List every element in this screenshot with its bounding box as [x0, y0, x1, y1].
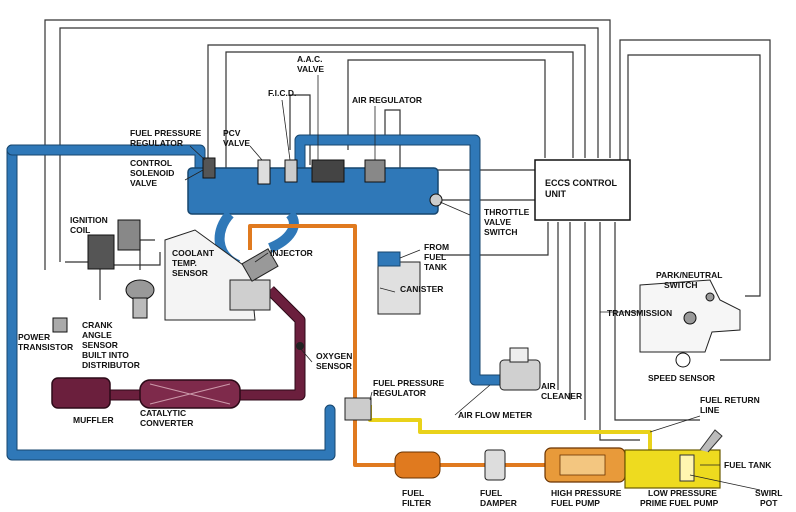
label-fuel-damper-1: FUEL: [480, 488, 502, 498]
label-fuel-tank: FUEL TANK: [724, 460, 772, 470]
label-hp-pump-2: FUEL PUMP: [551, 498, 600, 508]
label-swirl-1: SWIRL: [755, 488, 782, 498]
label-fuel-filter-1: FUEL: [402, 488, 424, 498]
ficd: [284, 159, 298, 183]
power-transistor: [52, 317, 68, 333]
label-coolant-2: TEMP.: [172, 258, 197, 268]
oxygen-sensor: [296, 342, 304, 350]
distributor: [125, 279, 155, 301]
swirl-pot: [679, 454, 695, 482]
label-throttle-3: SWITCH: [484, 227, 518, 237]
exhaust-pipe: [51, 286, 306, 409]
label-injector: INJECTOR: [270, 248, 313, 258]
label-transmission: TRANSMISSION: [607, 308, 672, 318]
label-park-neutral-2: SWITCH: [664, 280, 698, 290]
label-swirl-2: POT: [760, 498, 778, 508]
label-crank-4: BUILT INTO: [82, 350, 129, 360]
label-fuel-return-1: FUEL RETURN: [700, 395, 760, 405]
label-ignition-1: IGNITION: [70, 215, 108, 225]
label-air-flow-meter: AIR FLOW METER: [458, 410, 532, 420]
label-park-neutral-1: PARK/NEUTRAL: [656, 270, 722, 280]
label-from-fuel-2: FUEL: [424, 252, 446, 262]
label-fuel-damper-2: DAMPER: [480, 498, 517, 508]
label-crank-5: DISTRIBUTOR: [82, 360, 140, 370]
label-air-cleaner-2: CLEANER: [541, 391, 582, 401]
label-coolant-1: COOLANT: [172, 248, 215, 258]
label-fpr-top-1: FUEL PRESSURE: [130, 128, 201, 138]
pcv-valve: [257, 159, 271, 185]
fuel-supply-line: [248, 224, 626, 483]
label-throttle-1: THROTTLE: [484, 207, 530, 217]
label-pcv-2: VALVE: [223, 138, 250, 148]
air-regulator: [364, 159, 386, 183]
label-oxygen-1: OXYGEN: [316, 351, 352, 361]
fuel-pressure-regulator-bottom: [344, 397, 372, 421]
fuel-tank: [624, 449, 721, 489]
park-neutral-switch: [705, 292, 715, 302]
label-aac-valve-1: A.A.C.: [297, 54, 323, 64]
label-eccs-2: UNIT: [545, 189, 566, 199]
label-ignition-2: COIL: [70, 225, 90, 235]
injector: [241, 248, 279, 282]
label-power-transistor-1: POWER: [18, 332, 50, 342]
leader-lines: [184, 75, 761, 491]
label-control-solenoid-1: CONTROL: [130, 158, 172, 168]
label-crank-1: CRANK: [82, 320, 114, 330]
label-lp-pump-2: PRIME FUEL PUMP: [640, 498, 719, 508]
label-crank-2: ANGLE: [82, 330, 112, 340]
label-throttle-2: VALVE: [484, 217, 511, 227]
label-from-fuel-3: TANK: [424, 262, 448, 272]
ignition-coil: [87, 234, 115, 270]
label-power-transistor-2: TRANSISTOR: [18, 342, 73, 352]
label-eccs-1: ECCS CONTROL: [545, 178, 618, 188]
label-coolant-3: SENSOR: [172, 268, 208, 278]
components: [52, 157, 741, 391]
label-pcv-1: PCV: [223, 128, 241, 138]
label-fpr-bottom-2: REGULATOR: [373, 388, 426, 398]
label-control-solenoid-2: SOLENOID: [130, 168, 174, 178]
labels: A.A.C. VALVE F.I.C.D. AIR REGULATOR FUEL…: [18, 54, 782, 508]
label-aac-valve-2: VALVE: [297, 64, 324, 74]
label-fuel-return-2: LINE: [700, 405, 720, 415]
label-catalytic-1: CATALYTIC: [140, 408, 186, 418]
label-catalytic-2: CONVERTER: [140, 418, 193, 428]
throttle-valve-switch: [429, 193, 443, 207]
air-cleaner: [499, 359, 541, 391]
control-solenoid-valve: [202, 157, 216, 179]
canister: [377, 261, 421, 315]
label-fpr-top-2: REGULATOR: [130, 138, 183, 148]
aac-valve: [311, 159, 345, 183]
label-fpr-bottom-1: FUEL PRESSURE: [373, 378, 444, 388]
label-hp-pump-1: HIGH PRESSURE: [551, 488, 622, 498]
speed-sensor: [675, 352, 691, 368]
fuel-damper: [484, 449, 506, 481]
label-fuel-filter-2: FILTER: [402, 498, 431, 508]
label-control-solenoid-3: VALVE: [130, 178, 157, 188]
fuel-filter: [394, 451, 441, 479]
eccs-control-unit: [534, 159, 631, 221]
label-lp-pump-1: LOW PRESSURE: [648, 488, 717, 498]
label-air-cleaner-1: AIR: [541, 381, 556, 391]
label-ficd: F.I.C.D.: [268, 88, 296, 98]
label-air-regulator: AIR REGULATOR: [352, 95, 422, 105]
label-canister: CANISTER: [400, 284, 443, 294]
label-oxygen-2: SENSOR: [316, 361, 352, 371]
muffler: [51, 377, 111, 409]
label-crank-3: SENSOR: [82, 340, 118, 350]
label-muffler: MUFFLER: [73, 415, 114, 425]
label-speed-sensor: SPEED SENSOR: [648, 373, 715, 383]
label-from-fuel-1: FROM: [424, 242, 449, 252]
